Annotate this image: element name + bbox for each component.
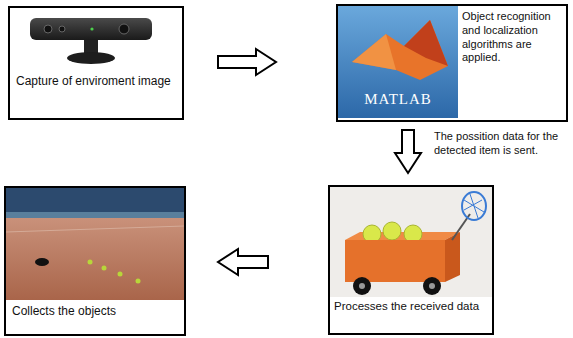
process-box: Processes the received data <box>328 185 494 335</box>
process-box: Collects the objects <box>4 186 186 336</box>
step-text: Object recognition and localization algo… <box>462 10 562 65</box>
process-box: Capture of enviroment image <box>8 6 184 120</box>
tennis-court-photo <box>6 188 184 300</box>
matlab-logo <box>338 6 458 118</box>
block-arrow <box>218 49 276 75</box>
logo-wordmark: MATLAB <box>338 90 458 109</box>
step-text: Processes the received data <box>334 299 488 313</box>
edge-label: The possition data for the detected item… <box>434 130 570 158</box>
step-text: Collects the objects <box>12 304 178 319</box>
robot-car-photo <box>330 187 492 297</box>
block-arrow <box>218 249 268 275</box>
block-arrow <box>395 130 421 173</box>
step-text: Capture of enviroment image <box>16 74 176 89</box>
kinect-sensor <box>30 18 152 64</box>
